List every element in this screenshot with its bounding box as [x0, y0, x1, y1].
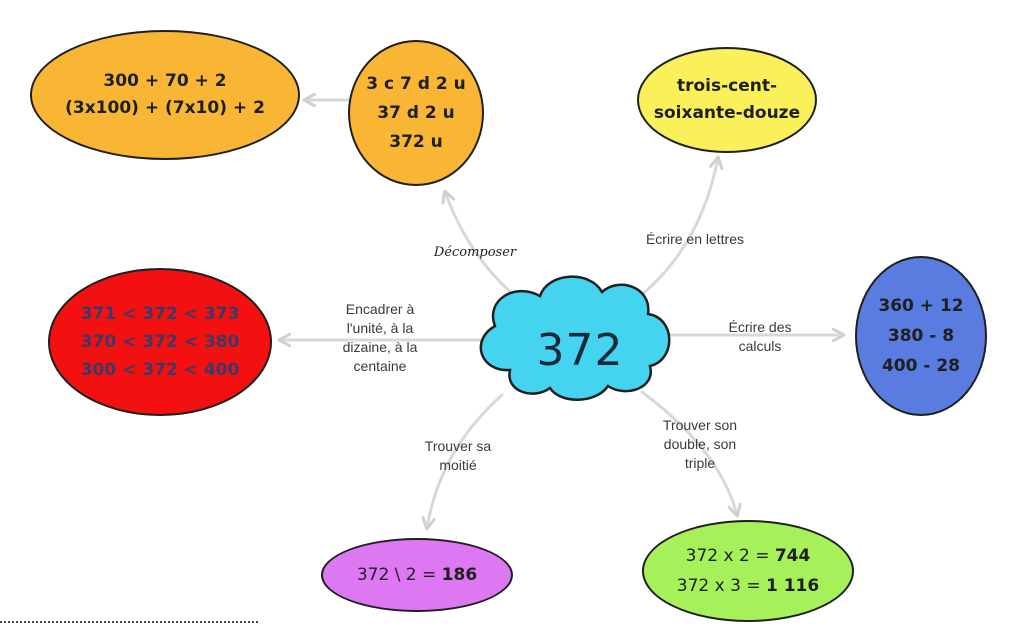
node-calculations: 360 + 12 380 - 8 400 - 28	[855, 256, 987, 416]
calc-line-3: 400 - 28	[881, 356, 961, 376]
units-line-2: 37 d 2 u	[377, 102, 455, 123]
label-ecrire-lettres: Écrire en lettres	[645, 231, 745, 247]
moitie-label-line-1: Trouver sa	[424, 438, 492, 454]
expanded-line-2: (3x100) + (7x10) + 2	[65, 98, 265, 118]
node-bracketing: 371 < 372 < 373 370 < 372 < 380 300 < 37…	[48, 268, 272, 416]
half-result: 186	[441, 565, 478, 585]
label-encadrer: Encadrer à l'unité, à la dizaine, à la c…	[320, 300, 440, 376]
units-line-1: 3 c 7 d 2 u	[366, 73, 466, 94]
node-double-triple: 372 x 2 = 744 372 x 3 = 1 116	[642, 520, 854, 622]
connector-moitie	[427, 393, 504, 528]
center-number: 372	[536, 324, 624, 376]
calc-line-1: 360 + 12	[878, 296, 964, 316]
label-trouver-moitie: Trouver sa moitié	[403, 437, 513, 475]
triple-expression: 372 x 3 =	[676, 576, 766, 596]
double-label-line-2: double, son	[663, 436, 737, 452]
units-line-3: 372 u	[389, 131, 443, 152]
node-number-in-words: trois-cent- soixante-douze	[637, 47, 817, 153]
double-label-line-1: Trouver son	[662, 417, 738, 433]
node-expanded-form: 300 + 70 + 2 (3x100) + (7x10) + 2	[30, 30, 300, 160]
connector-decomposer	[445, 192, 522, 302]
connector-lettres	[633, 158, 718, 302]
bracket-line-3: 300 < 372 < 400	[80, 360, 240, 380]
expanded-line-1: 300 + 70 + 2	[103, 71, 227, 91]
bracket-line-1: 371 < 372 < 373	[80, 304, 240, 324]
encadrer-label-line-4: centaine	[353, 358, 407, 374]
double-result: 744	[774, 546, 811, 566]
label-ecrire-calculs: Écrire des calculs	[705, 318, 815, 356]
double-expression: 372 x 2 =	[685, 546, 775, 566]
calculs-label-line-1: Écrire des	[728, 319, 792, 335]
calculs-label-line-2: calculs	[738, 338, 782, 354]
half-expression: 372 \ 2 =	[356, 565, 442, 585]
bracket-line-2: 370 < 372 < 380	[80, 332, 240, 352]
dotted-rule	[0, 621, 258, 623]
label-trouver-double-triple: Trouver son double, son triple	[645, 416, 755, 473]
words-line-1: trois-cent-	[676, 76, 778, 96]
calc-line-2: 380 - 8	[887, 326, 955, 346]
words-line-2: soixante-douze	[653, 103, 801, 123]
label-decomposer: Décomposer	[433, 245, 517, 260]
triple-result: 1 116	[765, 576, 820, 596]
triple-line: 372 x 3 = 1 116	[677, 571, 819, 601]
encadrer-label-line-2: l'unité, à la	[346, 320, 414, 336]
moitie-label-line-2: moitié	[439, 457, 477, 473]
node-half: 372 \ 2 = 186	[321, 538, 513, 612]
double-label-line-3: triple	[684, 455, 716, 471]
node-units-decomposition: 3 c 7 d 2 u 37 d 2 u 372 u	[348, 40, 484, 186]
encadrer-label-line-1: Encadrer à	[345, 301, 415, 317]
center-cloud	[479, 275, 671, 401]
encadrer-label-line-3: dizaine, à la	[342, 339, 418, 355]
half-line: 372 \ 2 = 186	[357, 565, 477, 585]
double-line: 372 x 2 = 744	[686, 541, 811, 571]
connector-double	[640, 390, 737, 515]
